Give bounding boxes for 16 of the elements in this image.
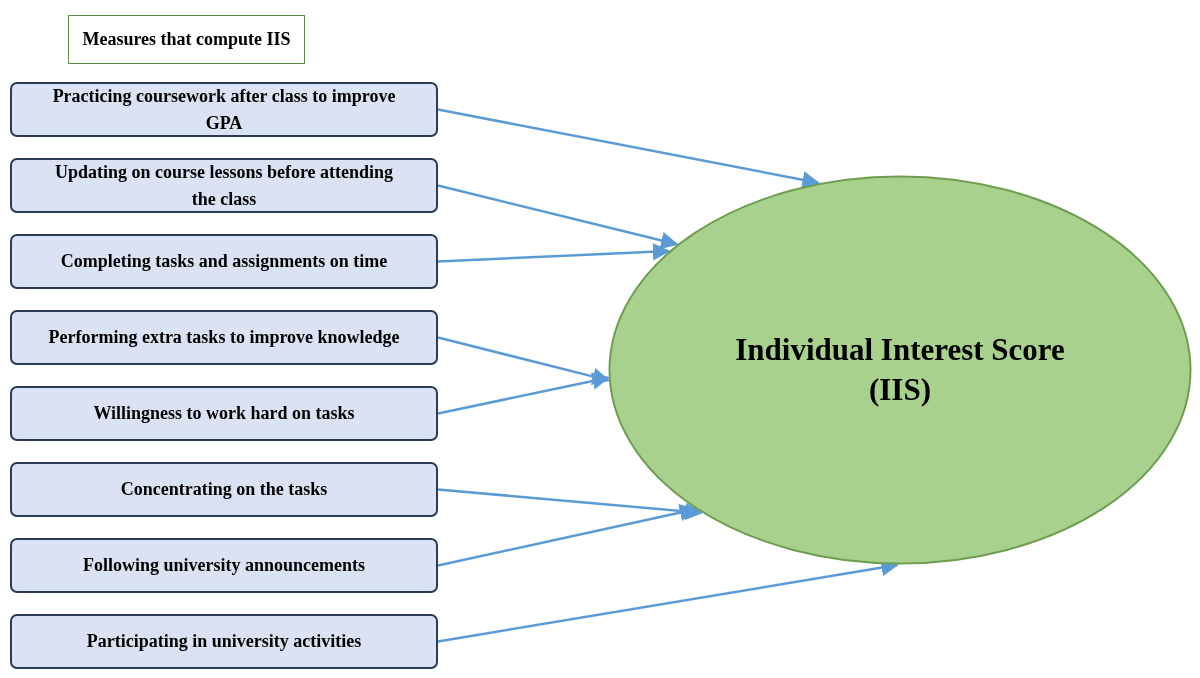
arrow bbox=[437, 243, 671, 263]
measure-box: Updating on course lessons before attending the class bbox=[10, 158, 438, 213]
heading-box: Measures that compute IIS bbox=[68, 15, 305, 64]
measure-box: Participating in university activities bbox=[10, 614, 438, 669]
measure-box: Completing tasks and assignments on time bbox=[10, 234, 438, 289]
measure-box: Willingness to work hard on tasks bbox=[10, 386, 438, 441]
measure-box: Concentrating on the tasks bbox=[10, 462, 438, 517]
measure-box: Following university announcements bbox=[10, 538, 438, 593]
arrow bbox=[437, 372, 610, 415]
arrow bbox=[437, 336, 611, 386]
arrow bbox=[437, 184, 679, 250]
arrow bbox=[437, 488, 703, 521]
measure-box: Practicing coursework after class to improve GPA bbox=[10, 82, 438, 137]
arrow bbox=[437, 108, 820, 189]
score-ellipse: Individual Interest Score (IIS) bbox=[608, 175, 1192, 565]
measure-box: Performing extra tasks to improve knowledge bbox=[10, 310, 438, 365]
